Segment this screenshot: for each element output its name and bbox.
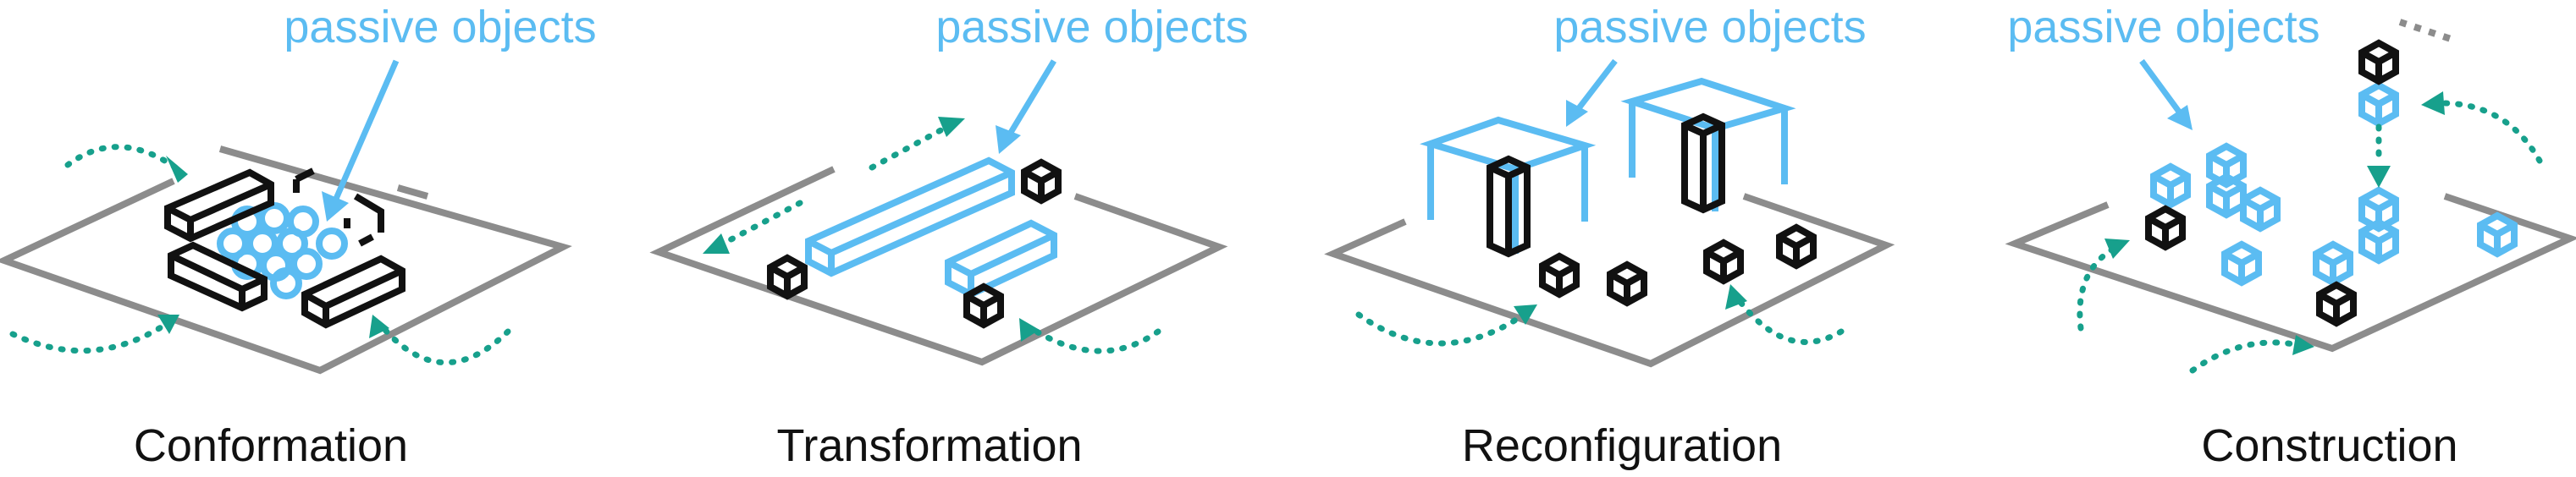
passive-cube-carried: [2362, 85, 2396, 123]
motion-arrow: [2077, 244, 2120, 332]
motion-arrow: [725, 200, 803, 244]
motion-arrowhead: [2104, 238, 2130, 259]
passive-cube: [2154, 167, 2187, 205]
passive-objects-label: passive objects: [2007, 2, 2320, 52]
passive-cube: [2480, 216, 2514, 254]
motion-arrowhead: [2292, 335, 2314, 355]
robot-bar: [168, 241, 268, 312]
passive-sphere: [258, 202, 290, 234]
robot-cube: [2362, 43, 2396, 81]
motion-arrowhead: [703, 233, 730, 254]
panel-conformation: passive objects Conformation: [0, 2, 597, 471]
pointer-arrowhead: [996, 125, 1021, 154]
motion-arrow: [2435, 100, 2543, 164]
panel-construction: passive objects Construction: [2005, 2, 2576, 471]
motion-arrowhead: [938, 117, 965, 137]
passive-objects-label: passive objects: [284, 2, 596, 52]
motion-arrowhead: [166, 156, 188, 183]
passive-cube: [2243, 190, 2277, 228]
motion-arrowhead: [157, 315, 179, 334]
platform: [0, 145, 572, 375]
passive-sphere: [316, 228, 348, 260]
passive-cube: [2225, 244, 2259, 282]
robot-cube: [1610, 265, 1644, 303]
panel-caption: Construction: [2201, 420, 2457, 471]
passive-block: [945, 219, 1057, 299]
motion-arrowhead: [1725, 284, 1747, 310]
panel-transformation: passive objects Transformation: [649, 2, 1249, 471]
robot-bar: [301, 255, 405, 329]
passive-sphere: [246, 228, 279, 260]
gantry: [2398, 19, 2452, 42]
passive-objects-label: passive objects: [935, 2, 1248, 52]
pointer-arrow: [1007, 59, 1056, 137]
passive-objects-label: passive objects: [1553, 2, 1866, 52]
robot-bar: [164, 168, 274, 243]
robot-bar: [293, 167, 384, 247]
panel-caption: Conformation: [134, 420, 408, 471]
robot-cube: [1779, 228, 1813, 266]
robot-tower: [1487, 155, 1531, 258]
motion-arrow: [376, 320, 511, 366]
robot-cube: [1542, 256, 1576, 294]
motion-arrowhead: [1514, 304, 1537, 325]
motion-arrow: [869, 125, 947, 171]
motion-arrow: [9, 320, 171, 354]
motion-arrowhead: [2421, 91, 2445, 115]
pointer-arrow: [2139, 58, 2182, 114]
robot-cube: [967, 287, 1001, 325]
platform: [649, 166, 1228, 366]
panel-caption: Transformation: [776, 420, 1082, 471]
motion-arrow: [1355, 311, 1527, 347]
motion-arrowhead: [1019, 318, 1040, 342]
pointer-arrowhead: [322, 191, 349, 222]
passive-sphere: [290, 248, 323, 280]
robot-cube: [1707, 243, 1740, 281]
pointer-arrowhead: [2167, 105, 2193, 130]
passive-sphere: [217, 228, 249, 260]
pointer-arrow: [1576, 58, 1618, 111]
platform: [2005, 193, 2576, 353]
motion-arrow: [1028, 325, 1161, 354]
passive-spheres: [217, 202, 348, 299]
pointer-arrowhead: [1566, 100, 1588, 127]
motion-arrow: [1734, 294, 1845, 345]
pointer-arrow: [333, 59, 400, 200]
passive-beam: [805, 156, 1015, 277]
motion-arrow: [2189, 339, 2302, 374]
motion-arrowhead: [369, 315, 389, 338]
passive-canopy: [1620, 77, 1796, 211]
motion-arrow: [64, 144, 181, 173]
platform: [1324, 193, 1895, 368]
robot-cube: [1024, 162, 1058, 200]
passive-canopy: [1420, 116, 1597, 254]
panel-caption: Reconfiguration: [1462, 420, 1782, 471]
robot-cube: [2320, 285, 2353, 323]
robot-tower: [1681, 112, 1725, 214]
passive-sphere: [270, 267, 302, 299]
panel-reconfiguration: passive objects Reconfiguration: [1324, 2, 1895, 471]
motion-arrowhead: [2367, 166, 2391, 188]
robot-cube: [2149, 209, 2182, 247]
passive-cube: [2316, 244, 2350, 282]
robot-cube: [770, 258, 804, 296]
passive-sphere: [276, 228, 308, 260]
